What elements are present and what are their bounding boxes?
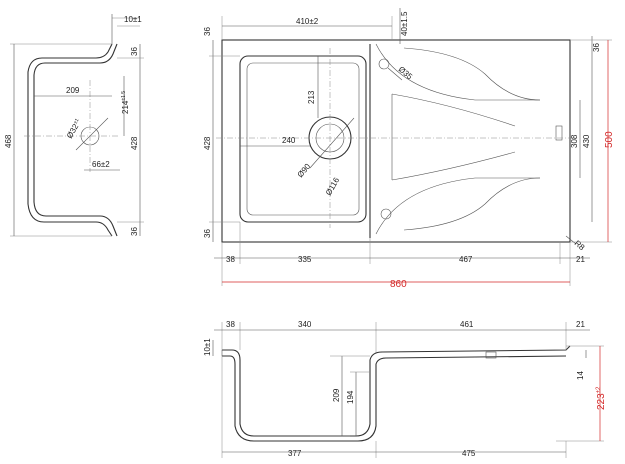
plan-left-margin-label: 38 bbox=[226, 255, 235, 264]
section-step-label: 14 bbox=[576, 371, 585, 380]
side-top-margin-label: 36 bbox=[130, 47, 139, 56]
groove-3 bbox=[391, 93, 516, 127]
side-drain-diameter-label: Ø32±1 bbox=[65, 117, 83, 140]
side-drain-offset-tol: ±1.5 bbox=[121, 91, 127, 101]
plan-right-end-label: 21 bbox=[576, 255, 585, 264]
section-view: 38 340 461 21 10±1 209 194 14 223±2 377 … bbox=[203, 320, 607, 458]
drainer-inner-label: 308 bbox=[570, 134, 579, 148]
drainer-slot bbox=[555, 125, 563, 141]
side-view: 10±1 468 36 428 36 209 214±1.5 Ø32±1 66±… bbox=[4, 14, 144, 237]
side-overall-depth-label: 468 bbox=[4, 134, 13, 148]
groove-5 bbox=[375, 177, 540, 235]
side-half-width-label: 209 bbox=[66, 86, 80, 95]
side-rim-label: 10±1 bbox=[124, 15, 142, 24]
overall-width-label: 860 bbox=[390, 279, 407, 290]
drainer-outer-label: 430 bbox=[582, 134, 591, 148]
section-bowl-inner-label: 194 bbox=[346, 390, 355, 404]
plan-bowl-width-label: 410±2 bbox=[296, 17, 319, 26]
tap-hole-offset-label: 40±1.5 bbox=[400, 11, 409, 36]
tap-hole bbox=[378, 58, 390, 70]
section-profile-inner bbox=[222, 355, 567, 442]
plan-bowl-depth-label: 428 bbox=[203, 136, 212, 150]
tap-hole-diameter-label: Ø35 bbox=[397, 65, 415, 82]
drain-from-side-label: 240 bbox=[282, 136, 296, 145]
section-left-margin-label: 38 bbox=[226, 320, 235, 329]
drain-diameter-leader bbox=[309, 117, 355, 169]
section-rim-label: 10±1 bbox=[203, 338, 212, 356]
side-drain-diameter-value: Ø32 bbox=[65, 122, 81, 140]
side-drain-spacing-label: 66±2 bbox=[92, 160, 110, 169]
side-bottom-margin-label: 36 bbox=[130, 227, 139, 236]
drain-diameter-leader bbox=[75, 117, 109, 151]
section-right-end-label: 21 bbox=[576, 320, 585, 329]
plan-bowl-span-label: 335 bbox=[298, 255, 312, 264]
section-drainer-base-label: 475 bbox=[462, 449, 476, 458]
section-bowl-width-label: 340 bbox=[298, 320, 312, 329]
plan-top-margin-label: 36 bbox=[203, 27, 212, 36]
section-bowl-base-label: 377 bbox=[288, 449, 302, 458]
section-profile-outer bbox=[222, 345, 571, 437]
corner-radius-leader bbox=[565, 235, 577, 245]
bowl-inner bbox=[246, 62, 360, 216]
groove-1 bbox=[375, 43, 540, 101]
side-drain-offset-value: 214 bbox=[121, 100, 130, 114]
side-profile-inner bbox=[33, 43, 118, 237]
tap-hole-leader bbox=[387, 67, 403, 81]
groove-2 bbox=[403, 47, 541, 101]
side-bowl-depth-label: 428 bbox=[130, 136, 139, 150]
plan-right-margin-label: 36 bbox=[592, 43, 601, 52]
section-overall-height-tol: ±2 bbox=[596, 386, 602, 393]
bowl-outline bbox=[239, 55, 367, 223]
side-drain-diameter-tol: ±1 bbox=[73, 117, 81, 125]
section-drainer-slot bbox=[485, 351, 497, 359]
section-bowl-depth-label: 209 bbox=[332, 388, 341, 402]
groove-4 bbox=[391, 151, 516, 181]
overall-depth-label: 500 bbox=[604, 131, 615, 148]
groove-6 bbox=[403, 177, 541, 231]
overflow-hole bbox=[380, 208, 392, 220]
plan-view: 410±2 40±1.5 Ø35 36 428 36 213 240 Ø90 Ø… bbox=[203, 8, 615, 290]
side-drain-offset-label: 214±1.5 bbox=[121, 91, 130, 114]
plan-bottom-margin-label: 36 bbox=[203, 229, 212, 238]
drain-inner-diameter-label: Ø90 bbox=[296, 161, 313, 179]
corner-radius-label: R8 bbox=[573, 239, 587, 253]
section-drainer-width-label: 461 bbox=[460, 320, 474, 329]
drain-outer-diameter-label: Ø116 bbox=[324, 176, 342, 197]
plan-outline bbox=[221, 39, 571, 243]
section-overall-height-label: 223±2 bbox=[596, 386, 607, 410]
side-profile-outer bbox=[27, 43, 113, 237]
drain-from-top-label: 213 bbox=[307, 90, 316, 104]
plan-drainer-span-label: 467 bbox=[459, 255, 473, 264]
section-overall-height-value: 223 bbox=[596, 393, 607, 410]
